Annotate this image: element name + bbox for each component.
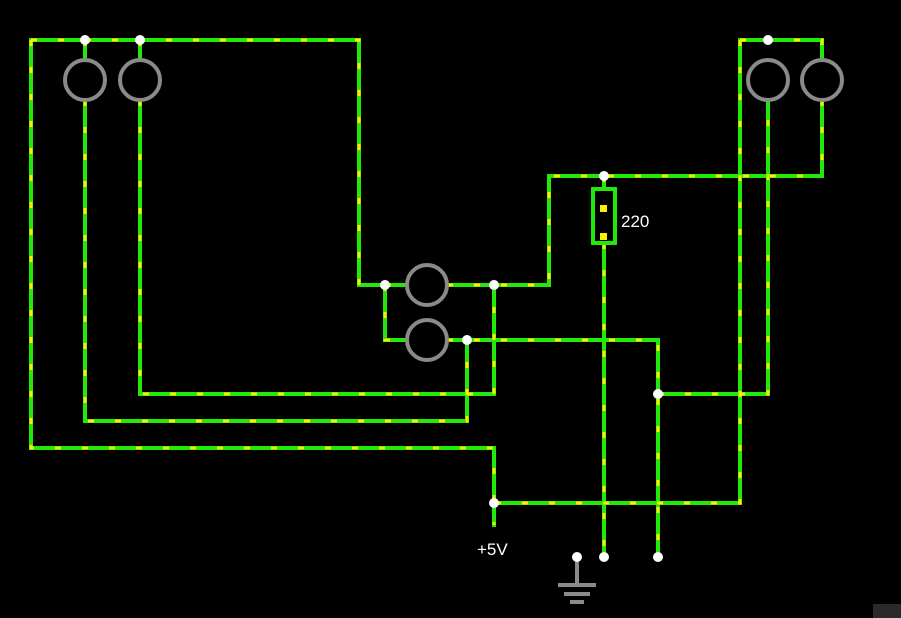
lamp-6[interactable]: [405, 318, 449, 362]
current-dots-1: [31, 38, 385, 287]
current-dots-9: [383, 285, 407, 342]
wire-2[interactable]: [29, 38, 496, 527]
junction-node-3[interactable]: [763, 35, 773, 45]
junction-node-11[interactable]: [599, 552, 609, 562]
wire-9[interactable]: [383, 283, 409, 342]
junction-node-2[interactable]: [135, 35, 145, 45]
lamp-3[interactable]: [746, 58, 790, 102]
lamp-4[interactable]: [800, 58, 844, 102]
wire-14[interactable]: [738, 38, 824, 62]
wire-16[interactable]: [492, 38, 742, 505]
lamp-5[interactable]: [405, 263, 449, 307]
junction-node-1[interactable]: [80, 35, 90, 45]
lamp-1[interactable]: [63, 58, 107, 102]
junction-node-8[interactable]: [653, 389, 663, 399]
ground-icon[interactable]: [558, 560, 596, 604]
wire-13[interactable]: [656, 98, 770, 396]
current-dots-10: [447, 338, 660, 557]
resistor[interactable]: [591, 187, 617, 245]
junction-nodes: [80, 35, 773, 562]
current-dots-5: [83, 100, 469, 423]
resize-corner[interactable]: [873, 604, 901, 618]
resistor-label: 220: [621, 212, 649, 231]
current-dots-6: [138, 100, 496, 396]
junction-node-7[interactable]: [462, 335, 472, 345]
wire-5[interactable]: [83, 98, 469, 423]
junction-node-5[interactable]: [380, 280, 390, 290]
junction-node-12[interactable]: [653, 552, 663, 562]
power-label: +5V: [477, 540, 508, 559]
lamp-2[interactable]: [118, 58, 162, 102]
current-dots-16: [494, 40, 742, 505]
junction-node-4[interactable]: [599, 171, 609, 181]
junction-node-6[interactable]: [489, 280, 499, 290]
junction-node-9[interactable]: [489, 498, 499, 508]
current-dots-14: [740, 38, 824, 60]
junction-node-10[interactable]: [572, 552, 582, 562]
current-dots-13: [658, 100, 770, 396]
